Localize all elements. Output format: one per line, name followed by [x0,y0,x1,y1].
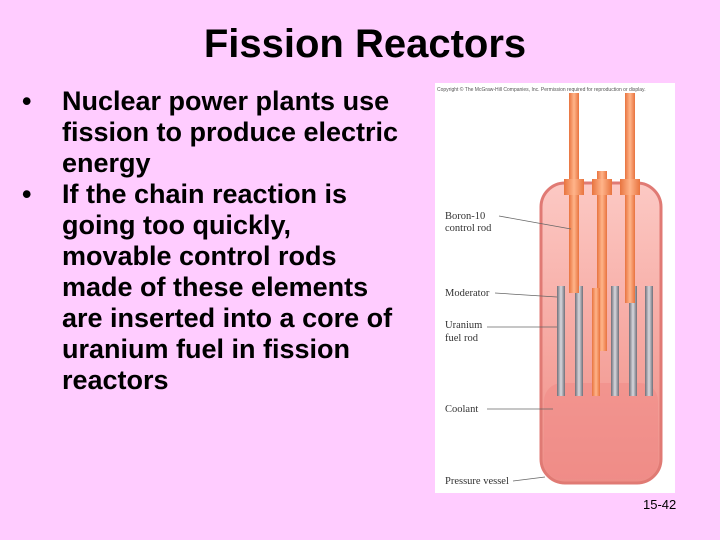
leader-line [494,292,558,298]
label-pressure-vessel: Pressure vessel [445,476,509,487]
control-rod-coupling [620,179,640,195]
label-control-rod-line1: Boron-10 [445,211,485,222]
fuel-rod [645,286,653,396]
slide-title: Fission Reactors [203,22,527,66]
bullet-list: • Nuclear power plants use fission to pr… [22,86,402,396]
control-rod [597,171,607,351]
fuel-rod [575,286,583,396]
fuel-rod [557,286,565,396]
bullet-text: Nuclear power plants use fission to prod… [62,86,399,178]
bullet-text: If the chain reaction is going too quick… [62,179,393,395]
bullet-marker: • [22,86,32,116]
control-rod [625,93,635,303]
leader-line [498,215,572,230]
label-fuel-rod-line1: Uranium [445,320,482,331]
label-moderator: Moderator [445,288,490,299]
bullet-item: • Nuclear power plants use fission to pr… [22,86,402,179]
label-control-rod-line2: control rod [445,223,492,234]
fuel-rod [629,286,637,396]
label-fuel-rod-line2: fuel rod [445,333,479,344]
control-rod-coupling [592,179,612,195]
control-rod [592,288,600,396]
label-coolant: Coolant [445,404,478,415]
bullet-item: • If the chain reaction is going too qui… [22,179,402,396]
coolant-region [544,383,658,479]
copyright-note: Copyright © The McGraw-Hill Companies, I… [437,86,646,93]
fuel-rod [611,286,619,396]
leader-lines [487,215,572,482]
bullet-marker: • [22,179,32,209]
fuel-rod-group [557,286,653,396]
slide-number: 15-42 [643,497,677,512]
control-rod-group [564,93,640,396]
leader-line [512,476,546,482]
reactor-diagram: Copyright © The McGraw-Hill Companies, I… [435,83,675,493]
control-rod-coupling [564,179,584,195]
